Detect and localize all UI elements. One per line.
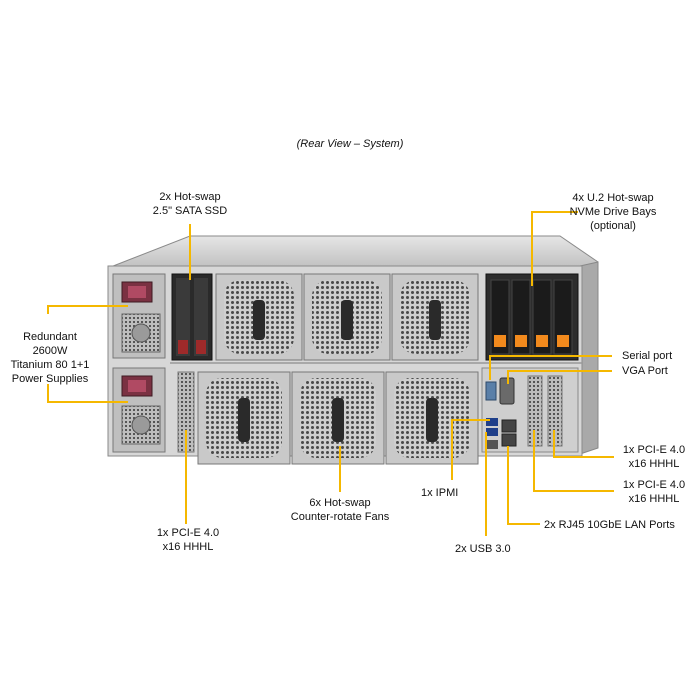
fan-bottom-1 bbox=[197, 371, 291, 465]
nvme-label-line-1: 4x U.2 Hot-swap bbox=[572, 192, 654, 204]
io-panel bbox=[481, 367, 579, 453]
nvme-label-line-2: NVMe Drive Bays bbox=[569, 206, 657, 218]
leader-ipmi bbox=[451, 419, 490, 480]
pcie-right-1-label: 1x PCI-E 4.0 x16 HHHL bbox=[612, 443, 696, 471]
pcie-left-line-2: x16 HHHL bbox=[162, 541, 214, 553]
nvme-label: 4x U.2 Hot-swap NVMe Drive Bays (optiona… bbox=[548, 191, 678, 233]
leader-lines bbox=[47, 211, 614, 536]
leader-pcie-right-2 bbox=[533, 430, 614, 492]
leader-psu-bottom bbox=[47, 384, 128, 403]
fans-label: 6x Hot-swap Counter-rotate Fans bbox=[275, 496, 405, 524]
leader-lan bbox=[507, 446, 540, 525]
fan-bottom-3 bbox=[385, 371, 479, 465]
psu-label: Redundant 2600W Titanium 80 1+1 Power Su… bbox=[2, 330, 98, 386]
pcie-right-1-line-1: 1x PCI-E 4.0 bbox=[622, 444, 686, 456]
pcie-right-2-line-1: 1x PCI-E 4.0 bbox=[622, 479, 686, 491]
psu-label-line-2: 2600W bbox=[32, 345, 68, 357]
ssd-label: 2x Hot-swap 2.5" SATA SSD bbox=[130, 190, 250, 218]
pcie-left-line-1: 1x PCI-E 4.0 bbox=[156, 527, 220, 539]
chassis-top bbox=[107, 235, 599, 271]
ssd-label-line-1: 2x Hot-swap bbox=[159, 191, 221, 203]
psu-label-line-3: Titanium 80 1+1 bbox=[10, 359, 90, 371]
serial-port-label: Serial port bbox=[622, 350, 673, 362]
psu-label-line-1: Redundant bbox=[23, 331, 77, 343]
pcie-left-label: 1x PCI-E 4.0 x16 HHHL bbox=[146, 526, 230, 554]
nvme-label-line-3: (optional) bbox=[590, 220, 636, 232]
leader-vga bbox=[507, 370, 612, 384]
ssd-label-line-2: 2.5" SATA SSD bbox=[152, 205, 228, 217]
nvme-drive-bays bbox=[485, 273, 579, 361]
ipmi-label: 1x IPMI bbox=[421, 487, 459, 499]
vga-port-label: VGA Port bbox=[622, 365, 668, 377]
psu-label-line-4: Power Supplies bbox=[11, 373, 89, 385]
leader-psu-top bbox=[47, 305, 128, 314]
sata-ssd-bays bbox=[171, 273, 213, 361]
power-supply-top bbox=[112, 273, 166, 359]
fan-top-1 bbox=[215, 273, 303, 361]
leader-nvme bbox=[531, 211, 578, 286]
fans-label-line-2: Counter-rotate Fans bbox=[290, 511, 390, 523]
chassis-side bbox=[579, 261, 599, 455]
fans-label-line-1: 6x Hot-swap bbox=[309, 497, 371, 509]
fan-top-2 bbox=[303, 273, 391, 361]
fan-bottom-2 bbox=[291, 371, 385, 465]
view-title: (Rear View – System) bbox=[296, 138, 404, 150]
usb-label: 2x USB 3.0 bbox=[455, 543, 511, 555]
pcie-right-2-label: 1x PCI-E 4.0 x16 HHHL bbox=[612, 478, 696, 506]
pcie-right-1-line-2: x16 HHHL bbox=[628, 458, 680, 470]
leader-pcie-right-1 bbox=[553, 430, 614, 458]
lan-label: 2x RJ45 10GbE LAN Ports bbox=[544, 519, 675, 531]
fan-top-3 bbox=[391, 273, 479, 361]
power-supply-bottom bbox=[112, 367, 166, 453]
leader-serial bbox=[489, 355, 612, 380]
pcie-right-2-line-2: x16 HHHL bbox=[628, 493, 680, 505]
